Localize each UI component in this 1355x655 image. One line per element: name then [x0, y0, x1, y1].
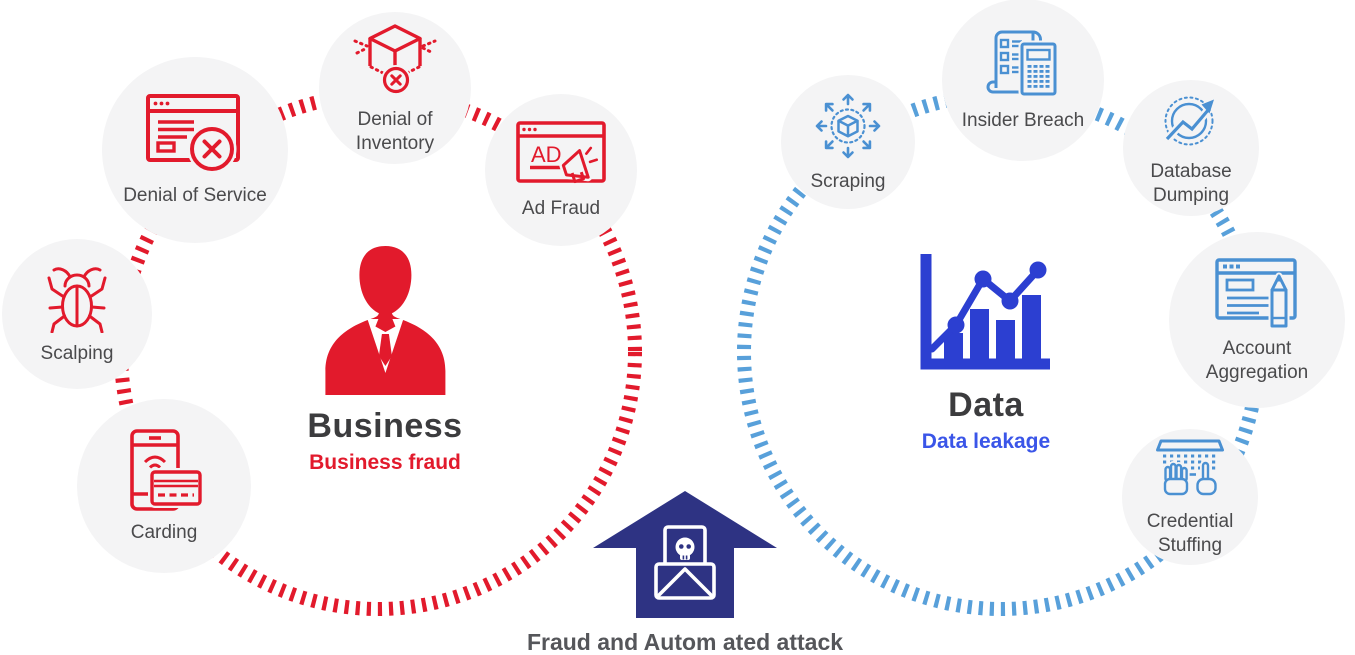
envelope-skull-icon — [654, 525, 716, 600]
node-scraping: Scraping — [781, 75, 915, 209]
businessman-icon — [325, 246, 445, 395]
browser-pencil-icon — [1215, 258, 1297, 328]
ad-text: AD — [531, 142, 562, 167]
attack-arrow-label: Fraud and Autom ated attack — [526, 629, 844, 655]
node-label: Database Dumping — [1150, 160, 1232, 206]
document-calculator-icon — [986, 30, 1059, 98]
node-scalping: Scalping — [2, 239, 152, 389]
ad-megaphone-icon: AD — [516, 120, 606, 183]
attack-arrow — [593, 491, 777, 618]
node-label: Scalping — [40, 342, 114, 364]
node-label: Insider Breach — [961, 109, 1085, 131]
chart-arrow-icon — [1164, 96, 1214, 146]
node-insider-breach: Insider Breach — [942, 0, 1104, 161]
node-label: Carding — [130, 521, 198, 543]
node-label: Scraping — [810, 170, 886, 192]
node-credential-stuffing: Credential Stuffing — [1122, 429, 1258, 565]
keyboard-hands-icon — [1156, 439, 1224, 497]
data-title: Data — [948, 386, 1024, 424]
node-denial-of-inventory: Denial of Inventory — [319, 12, 471, 164]
node-label: Account Aggregation — [1205, 337, 1309, 383]
node-ad-fraud: AD Ad Fraud — [485, 94, 637, 246]
bug-icon — [47, 267, 107, 333]
scatter-cube-icon — [815, 93, 881, 159]
node-label: Denial of Service — [123, 184, 267, 206]
business-subtitle: Business fraud — [309, 451, 461, 474]
data-subtitle: Data leakage — [921, 430, 1051, 453]
business-center-group: Business Business fraud — [307, 245, 462, 475]
node-database-dumping: Database Dumping — [1123, 80, 1259, 216]
node-carding: Carding — [77, 399, 251, 573]
business-title: Business — [307, 407, 463, 445]
phone-card-icon — [130, 428, 204, 511]
bar-chart-icon — [920, 254, 1050, 370]
node-account-aggregation: Account Aggregation — [1169, 232, 1345, 408]
node-label: Ad Fraud — [521, 197, 601, 219]
browser-error-icon — [146, 93, 240, 174]
data-center-group: Data Data leakage — [919, 254, 1053, 454]
node-denial-of-service: Denial of Service — [102, 57, 288, 243]
inventory-box-denied-icon — [353, 24, 437, 95]
node-label: Credential Stuffing — [1146, 510, 1234, 556]
node-label: Denial of Inventory — [355, 108, 435, 154]
